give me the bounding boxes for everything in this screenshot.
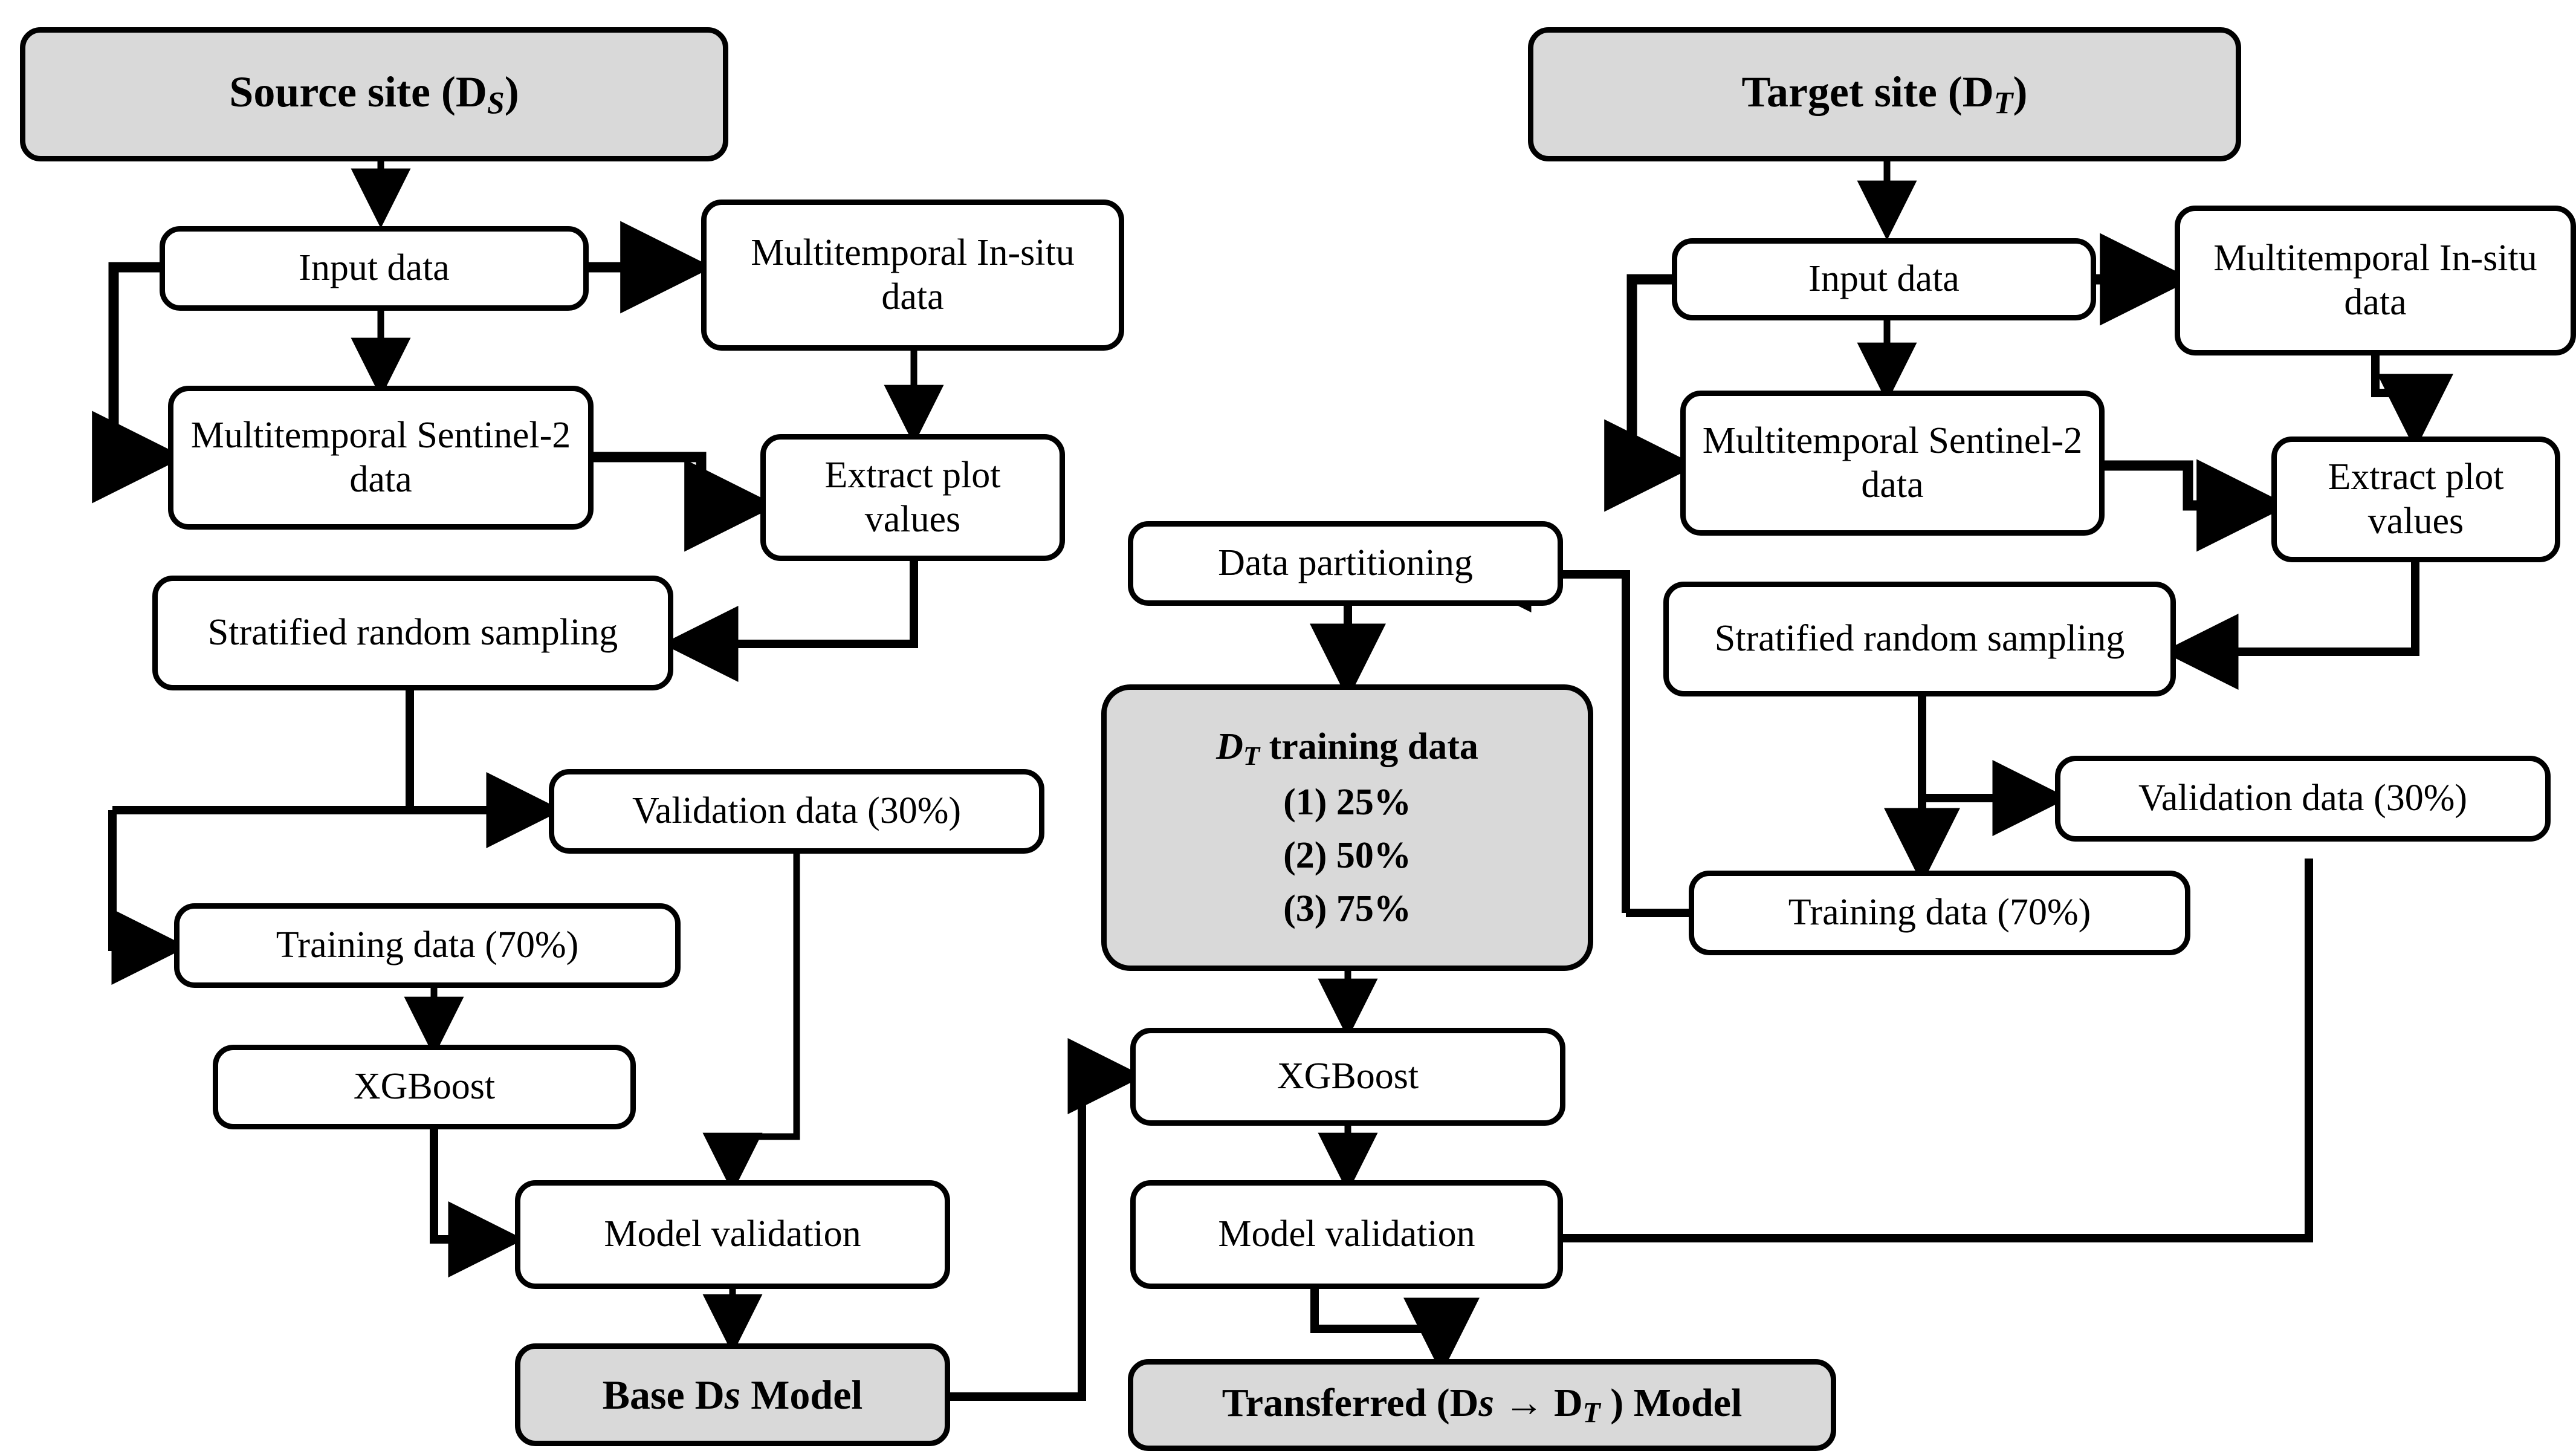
source-validation-data-label: Validation data (30%) (632, 790, 962, 832)
target-extract-plot-values-label: Extract plot values (2328, 456, 2504, 542)
node-source-stratified-sampling[interactable]: Stratified random sampling (152, 576, 673, 690)
source-stratified-sampling-label: Stratified random sampling (207, 612, 618, 654)
source-site-label: Source site (DS) (229, 68, 519, 121)
source-model-validation-label: Model validation (604, 1213, 861, 1255)
mid-model-validation-label: Model validation (1218, 1213, 1475, 1255)
node-target-training-data[interactable]: Training data (70%) (1689, 871, 2190, 955)
target-input-data-label: Input data (1808, 258, 1960, 300)
target-sentinel-data-label: Multitemporal Sentinel-2 data (1702, 420, 2083, 505)
data-partitioning-label: Data partitioning (1218, 542, 1473, 584)
dt-option-3: (3) 75% (1283, 888, 1411, 929)
node-transferred-model[interactable]: Transferred (Ds → DT ) Model (1128, 1359, 1836, 1451)
source-xgboost-label: XGBoost (353, 1066, 496, 1108)
target-site-label: Target site (DT) (1741, 68, 2028, 121)
target-insitu-data-label: Multitemporal In-situ data (2213, 237, 2537, 323)
transferred-model-label: Transferred (Ds → DT ) Model (1222, 1381, 1743, 1429)
node-mid-xgboost[interactable]: XGBoost (1130, 1028, 1565, 1126)
base-ds-model-label: Base Ds Model (602, 1371, 863, 1418)
node-source-sentinel-data[interactable]: Multitemporal Sentinel-2 data (168, 386, 594, 530)
dt-training-data-content: DT training data (1) 25% (2) 50% (3) 75% (1115, 720, 1579, 935)
target-training-data-label: Training data (70%) (1788, 892, 2091, 933)
node-source-xgboost[interactable]: XGBoost (213, 1045, 636, 1129)
node-target-extract-plot-values[interactable]: Extract plot values (2271, 437, 2560, 562)
node-target-input-data[interactable]: Input data (1672, 238, 2096, 320)
node-source-extract-plot-values[interactable]: Extract plot values (760, 434, 1065, 561)
dt-training-data-header: DT training data (1216, 726, 1478, 771)
source-sentinel-data-label: Multitemporal Sentinel-2 data (190, 414, 571, 500)
node-mid-model-validation[interactable]: Model validation (1130, 1180, 1563, 1289)
node-base-ds-model[interactable]: Base Ds Model (515, 1343, 950, 1446)
node-source-validation-data[interactable]: Validation data (30%) (549, 769, 1044, 854)
dt-option-2: (2) 50% (1283, 834, 1411, 876)
source-extract-plot-values-label: Extract plot values (824, 454, 1001, 540)
node-target-sentinel-data[interactable]: Multitemporal Sentinel-2 data (1680, 391, 2105, 536)
source-input-data-label: Input data (299, 247, 450, 289)
mid-xgboost-label: XGBoost (1277, 1056, 1419, 1097)
node-target-stratified-sampling[interactable]: Stratified random sampling (1663, 582, 2176, 696)
node-dt-training-data[interactable]: DT training data (1) 25% (2) 50% (3) 75% (1101, 684, 1593, 971)
target-validation-data-label: Validation data (30%) (2138, 777, 2468, 819)
source-training-data-label: Training data (70%) (276, 924, 579, 966)
node-data-partitioning[interactable]: Data partitioning (1128, 521, 1563, 606)
dt-option-1: (1) 25% (1283, 781, 1411, 823)
node-source-insitu-data[interactable]: Multitemporal In-situ data (701, 200, 1124, 351)
node-source-site[interactable]: Source site (DS) (20, 27, 728, 161)
node-source-input-data[interactable]: Input data (160, 226, 589, 311)
node-source-model-validation[interactable]: Model validation (515, 1180, 950, 1289)
node-target-site[interactable]: Target site (DT) (1528, 27, 2241, 161)
node-target-insitu-data[interactable]: Multitemporal In-situ data (2175, 206, 2576, 355)
source-insitu-data-label: Multitemporal In-situ data (751, 232, 1075, 317)
node-source-training-data[interactable]: Training data (70%) (174, 903, 681, 988)
target-stratified-sampling-label: Stratified random sampling (1714, 618, 2125, 660)
node-target-validation-data[interactable]: Validation data (30%) (2055, 756, 2551, 842)
